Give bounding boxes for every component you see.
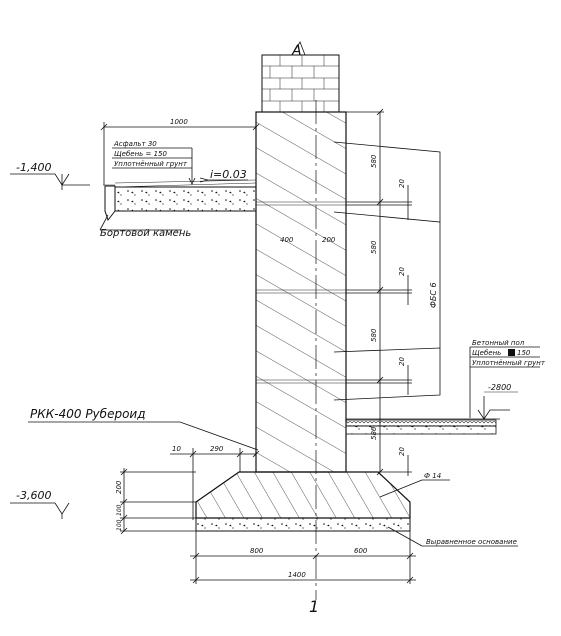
inside-gravel-value: 150 (517, 349, 531, 357)
block-type-callout: ФБС 6 (333, 141, 441, 401)
dim-wall-right: 200 (322, 236, 336, 244)
footing (195, 471, 411, 532)
section-mark: A (291, 41, 306, 59)
dim-top-offset: 1000 (100, 112, 260, 185)
elevation-ground-label: -1,400 (16, 161, 51, 174)
dim-joint-1: 20 (398, 179, 406, 188)
elevation-floor-label: -2800 (488, 383, 511, 392)
elevation-ground: -1,400 (10, 161, 90, 190)
waterproofing-callout: РКК-400 Рубероид (28, 407, 259, 451)
dim-wall-left: 400 (280, 236, 294, 244)
dim-top-offset-label: 1000 (170, 118, 188, 126)
dim-block-3: 580 (370, 328, 378, 342)
figure-number: 1 (309, 597, 319, 616)
outside-layer-3: Уплотнённый грунт (114, 160, 188, 168)
slope-label: i=0.03 (210, 168, 247, 181)
dim-base-left: 800 (250, 547, 264, 555)
inside-layers-callout: Бетонный пол Щебень 150 Уплотнённый грун… (469, 339, 546, 418)
slope-annotation: i=0.03 (199, 168, 248, 183)
dim-base-total: 1400 (288, 571, 306, 579)
dim-base-right: 600 (354, 547, 368, 555)
dim-joint-2: 20 (398, 267, 406, 276)
inside-floor (345, 418, 500, 435)
leveling-base-label: Выравненное основание (426, 538, 517, 546)
dim-block-4: 580 (370, 426, 378, 440)
curb-callout: Бортовой камень (99, 214, 191, 239)
dim-joint-4: 20 (398, 447, 406, 456)
dim-base: 800 600 1400 (190, 518, 416, 584)
curb-label: Бортовой камень (100, 228, 191, 239)
elevation-footing: -3,600 (10, 489, 70, 519)
block-type-label: ФБС 6 (429, 282, 438, 308)
inside-layer-1: Бетонный пол (472, 339, 525, 347)
outside-layer-1: Асфальт 30 (113, 140, 157, 148)
waterproofing-label: РКК-400 Рубероид (30, 407, 146, 421)
inside-layer-2: Щебень (472, 349, 501, 357)
elevation-floor: -2800 (477, 383, 518, 420)
dim-chain-right: 580 580 580 580 20 20 20 20 (346, 108, 412, 476)
dim-ledge-main: 290 (210, 445, 224, 453)
rebar-callout: Ф 14 (379, 472, 450, 498)
outside-pavement (103, 179, 257, 222)
elevation-footing-label: -3,600 (16, 489, 51, 502)
dim-block-2: 580 (370, 240, 378, 254)
dim-bedding-2: 100 (116, 519, 123, 531)
dim-ledge: 10 290 (170, 445, 260, 520)
brick-wall (261, 54, 340, 113)
dim-footing-left: 200 100 100 (115, 468, 196, 535)
inside-layer-3: Уплотнённый грунт (472, 359, 546, 367)
outside-layer-2: Щебень = 150 (114, 150, 168, 158)
section-mark-label: A (291, 43, 302, 59)
outside-layers-callout: Асфальт 30 Щебень = 150 Уплотнённый грун… (112, 140, 196, 185)
dim-ledge-small: 10 (172, 445, 181, 453)
rebar-label: Ф 14 (424, 472, 441, 480)
dim-block-1: 580 (370, 154, 378, 168)
dim-bedding-1: 100 (116, 504, 123, 516)
dim-joint-3: 20 (398, 357, 406, 366)
dim-footing-height: 200 (115, 480, 123, 494)
leveling-base-callout: Выравненное основание (387, 526, 518, 547)
